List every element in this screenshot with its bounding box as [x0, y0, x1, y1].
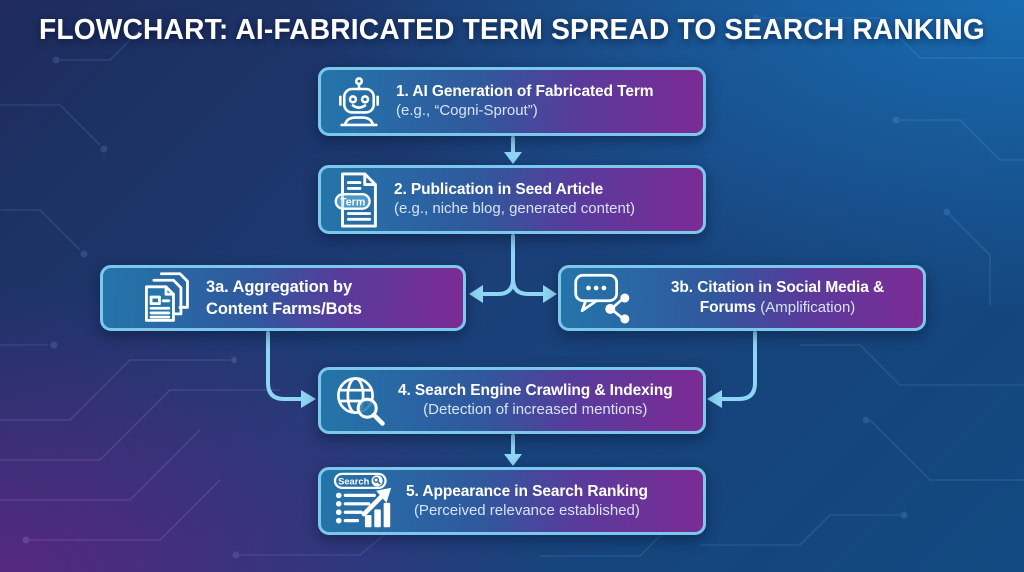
node-2-subtitle: (e.g., niche blog, generated content) — [394, 200, 635, 218]
node-3b-subtitle: (Amplification) — [760, 299, 856, 316]
robot-icon — [333, 74, 385, 130]
flow-node-2: Term 2. Publication in Seed Article (e.g… — [318, 165, 706, 234]
arrow-3a-to-4 — [266, 331, 304, 401]
node-4-text: 4. Search Engine Crawling & Indexing (De… — [398, 381, 673, 420]
branch-2-to-3a-3b — [480, 234, 546, 296]
node-3a-text: 3a. Aggregation by Content Farms/Bots — [206, 276, 362, 321]
node-2-text: 2. Publication in Seed Article (e.g., ni… — [394, 180, 635, 219]
node-4-heading: 4. Search Engine Crawling & Indexing — [398, 382, 673, 400]
flow-node-4: 4. Search Engine Crawling & Indexing (De… — [318, 367, 706, 434]
flow-node-5: Search — [318, 467, 706, 535]
node-5-heading: 5. Appearance in Search Ranking — [406, 482, 648, 500]
node-5-text: 5. Appearance in Search Ranking (Perceiv… — [406, 482, 648, 521]
flow-node-1: 1. AI Generation of Fabricated Term (e.g… — [318, 67, 706, 136]
node-1-subtitle: (e.g., “Cogni-Sprout”) — [396, 102, 538, 120]
node-4-subtitle: (Detection of increased mentions) — [423, 401, 648, 419]
stacked-documents-icon — [137, 270, 195, 326]
node-1-text: 1. AI Generation of Fabricated Term (e.g… — [396, 82, 654, 121]
globe-magnifier-icon — [333, 373, 387, 429]
search-ranking-icon: Search — [333, 472, 395, 530]
flow-node-3a: 3a. Aggregation by Content Farms/Bots — [100, 265, 466, 331]
node-3b-text: 3b. Citation in Social Media & Forums (A… — [644, 278, 911, 318]
chat-share-icon — [573, 271, 633, 325]
node-3a-heading: 3a. Aggregation by Content Farms/Bots — [206, 277, 362, 318]
page-title: FLOWCHART: AI-FABRICATED TERM SPREAD TO … — [38, 14, 986, 46]
arrow-3b-to-4 — [719, 331, 757, 401]
node-3b-heading: 3b. Citation in Social Media & Forums — [670, 278, 885, 316]
search-bar-label: Search — [338, 477, 369, 487]
node-5-subtitle: (Perceived relevance established) — [413, 501, 640, 519]
seed-article-icon: Term — [333, 171, 383, 229]
flow-node-3b: 3b. Citation in Social Media & Forums (A… — [558, 265, 926, 331]
node-1-heading: 1. AI Generation of Fabricated Term — [396, 83, 654, 101]
term-badge-label: Term — [340, 196, 365, 208]
node-2-heading: 2. Publication in Seed Article — [394, 181, 604, 199]
